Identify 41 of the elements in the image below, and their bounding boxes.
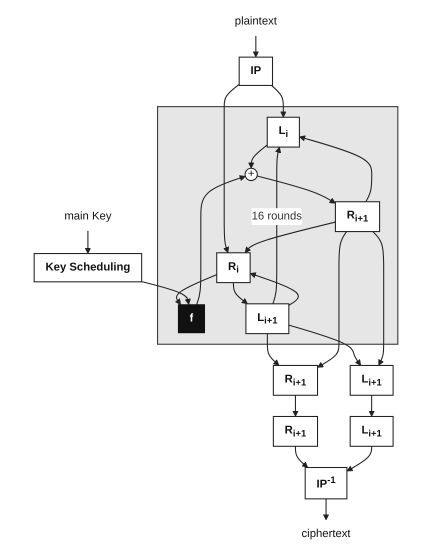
node-box: L$_{i}$ bbox=[266, 116, 300, 148]
arrow bbox=[346, 446, 372, 472]
arrow bbox=[257, 175, 336, 204]
arrow bbox=[322, 498, 330, 520]
node-text: plaintext bbox=[234, 15, 277, 28]
arrow bbox=[244, 222, 336, 254]
arrow bbox=[294, 446, 308, 468]
node-box: IP bbox=[238, 56, 274, 86]
node-box: L$_{i+1}$ bbox=[245, 303, 290, 334]
arrow bbox=[250, 272, 299, 306]
arrow bbox=[299, 135, 372, 202]
arrow bbox=[174, 274, 217, 305]
node-box: R$_{i+1}$ bbox=[272, 416, 318, 447]
node-box: L$_{i+1}$ bbox=[350, 364, 394, 396]
arrow bbox=[252, 36, 259, 58]
arrow bbox=[232, 282, 248, 304]
arrow bbox=[272, 146, 282, 304]
node-box: L$_{i+1}$ bbox=[350, 416, 394, 447]
node-text: main Key bbox=[64, 210, 112, 222]
arrow bbox=[142, 281, 191, 305]
node-circle: + bbox=[244, 168, 258, 182]
node-box: IP$^{-1}$ bbox=[304, 466, 348, 500]
arrow bbox=[271, 85, 286, 118]
arrow bbox=[248, 144, 268, 169]
cluster bbox=[157, 106, 398, 345]
arrow bbox=[84, 230, 92, 254]
node-box: R$_{i}$ bbox=[216, 252, 251, 284]
node-box: R$_{i+1}$ bbox=[334, 201, 380, 232]
node-box: Key Scheduling bbox=[34, 253, 142, 282]
node-box: f bbox=[178, 304, 206, 334]
arrow bbox=[317, 231, 348, 368]
node-text: ciphertext bbox=[302, 528, 351, 540]
arrow bbox=[266, 334, 280, 366]
arrow bbox=[223, 84, 240, 254]
edge-label: 16 rounds bbox=[252, 210, 302, 222]
arrow bbox=[292, 395, 299, 417]
arrow bbox=[372, 231, 384, 366]
node-box: R$_{i+1}$ bbox=[272, 364, 318, 396]
arrow bbox=[368, 395, 375, 417]
arrow bbox=[196, 175, 246, 305]
arrow bbox=[288, 324, 362, 366]
